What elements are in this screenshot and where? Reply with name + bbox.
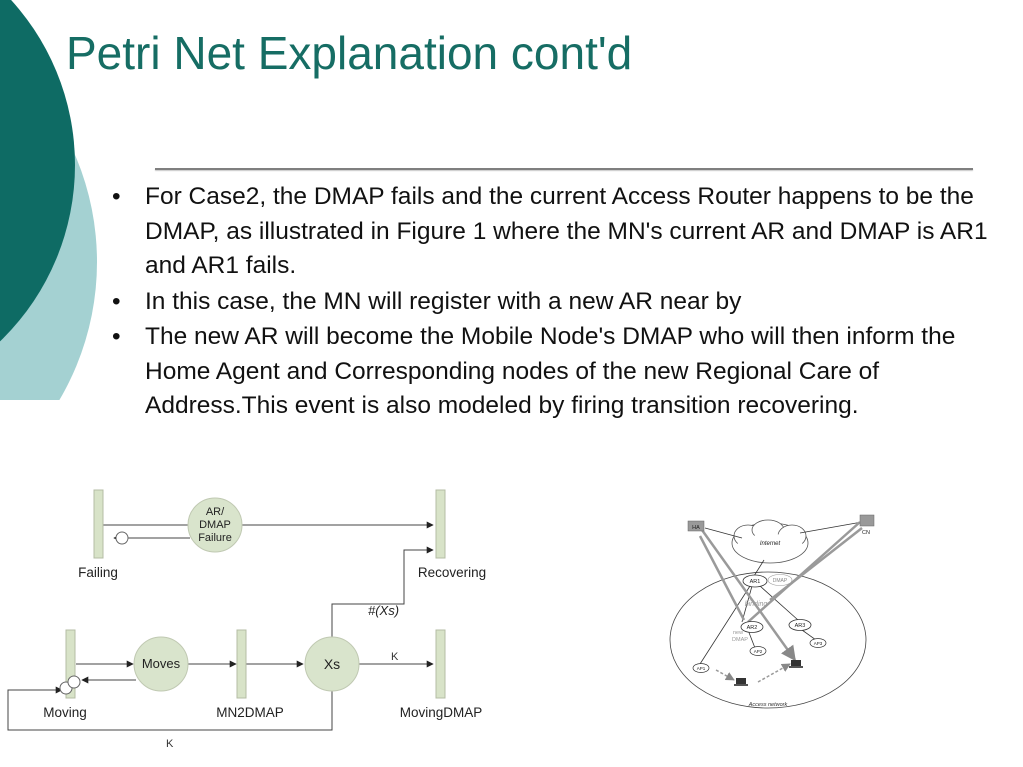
mn2dmap-label: MN2DMAP (216, 705, 284, 720)
dmap-tag-label: DMAP (773, 578, 788, 584)
cn-server-icon (859, 514, 875, 527)
ar3-node (788, 619, 812, 631)
dark-teal-circle (0, 0, 75, 342)
failure-label-line2: DMAP (199, 519, 231, 531)
ar1-node (742, 574, 768, 588)
access-network-label: Access network (748, 702, 788, 708)
transition-movingdmap-bar (435, 629, 446, 699)
access-network-ellipse (669, 571, 867, 709)
moving-label: Moving (43, 705, 87, 720)
laptop-icon (734, 678, 748, 686)
ar2-node (740, 621, 764, 633)
decorative-circles (0, 0, 97, 400)
k-inscription-right: K (391, 651, 399, 663)
transition-moving-bar (65, 629, 76, 699)
bullet-item: • In this case, the MN will register with… (112, 285, 992, 320)
arc-bottom-loop (7, 686, 333, 731)
ar1-label: AR1 (750, 579, 761, 585)
place-moves (133, 636, 189, 692)
bullet-item: • The new AR will become the Mobile Node'… (112, 320, 992, 424)
internet-label: Internet (760, 541, 781, 547)
ha-label: HA (692, 525, 700, 531)
ha-server-icon (687, 520, 705, 532)
ar2-label: AR2 (747, 625, 758, 631)
failing-marker-circle (115, 531, 129, 545)
transition-mn2dmap-bar (236, 629, 247, 699)
bullet-text: For Case2, the DMAP fails and the curren… (145, 183, 988, 279)
ap2-label: AP2 (754, 649, 763, 654)
ap1-node (692, 663, 710, 673)
bullet-text: The new AR will become the Mobile Node's… (145, 323, 956, 419)
transition-recovering-bar (435, 489, 446, 559)
new-dmap-label: DMAP (732, 637, 748, 643)
place-ar-dmap-failure (187, 497, 243, 553)
moves-label: Moves (142, 656, 181, 671)
petri-net-diagram: AR/ DMAP Failure Moves Xs Failing Recove… (7, 489, 486, 750)
laptop-icon (789, 660, 803, 668)
slide-title: Petri Net Explanation cont'd (66, 27, 633, 79)
transition-failing-bar (93, 489, 104, 559)
ar3-label: AR3 (795, 623, 806, 629)
cn-label: CN (862, 530, 870, 536)
arc-xs-to-recovering (331, 546, 434, 639)
ap3-node (809, 638, 827, 648)
new-label: new (733, 630, 743, 636)
ap3-label: AP3 (814, 641, 823, 646)
xs-label: Xs (324, 656, 340, 672)
failure-label-line1: AR/ (206, 506, 225, 518)
ap2-node (749, 646, 767, 656)
failing-label: Failing (78, 565, 118, 580)
failure-label-line3: Failure (198, 532, 232, 544)
bullet-marker: • (112, 183, 121, 210)
xs-count-inscription: #(Xs) (368, 603, 399, 618)
bullet-list: • For Case2, the DMAP fails and the curre… (112, 180, 992, 425)
network-figure: Access network Internet HA CN AR1 DMAP (669, 514, 875, 709)
movingdmap-label: MovingDMAP (400, 705, 483, 720)
bullet-text: In this case, the MN will register with … (145, 287, 742, 315)
recovering-label: Recovering (418, 565, 486, 580)
ap1-label: AP1 (697, 666, 706, 671)
moving-marker-circle-2 (67, 675, 81, 689)
binding-label: binding (745, 601, 768, 608)
bullet-item: • For Case2, the DMAP fails and the curre… (112, 180, 992, 284)
bullet-marker: • (112, 323, 121, 350)
internet-cloud (731, 519, 809, 564)
dmap-tag (767, 574, 793, 586)
k-inscription-bottom: K (166, 738, 174, 750)
bullet-marker: • (112, 287, 121, 315)
title-divider (155, 168, 973, 170)
place-xs (304, 636, 360, 692)
